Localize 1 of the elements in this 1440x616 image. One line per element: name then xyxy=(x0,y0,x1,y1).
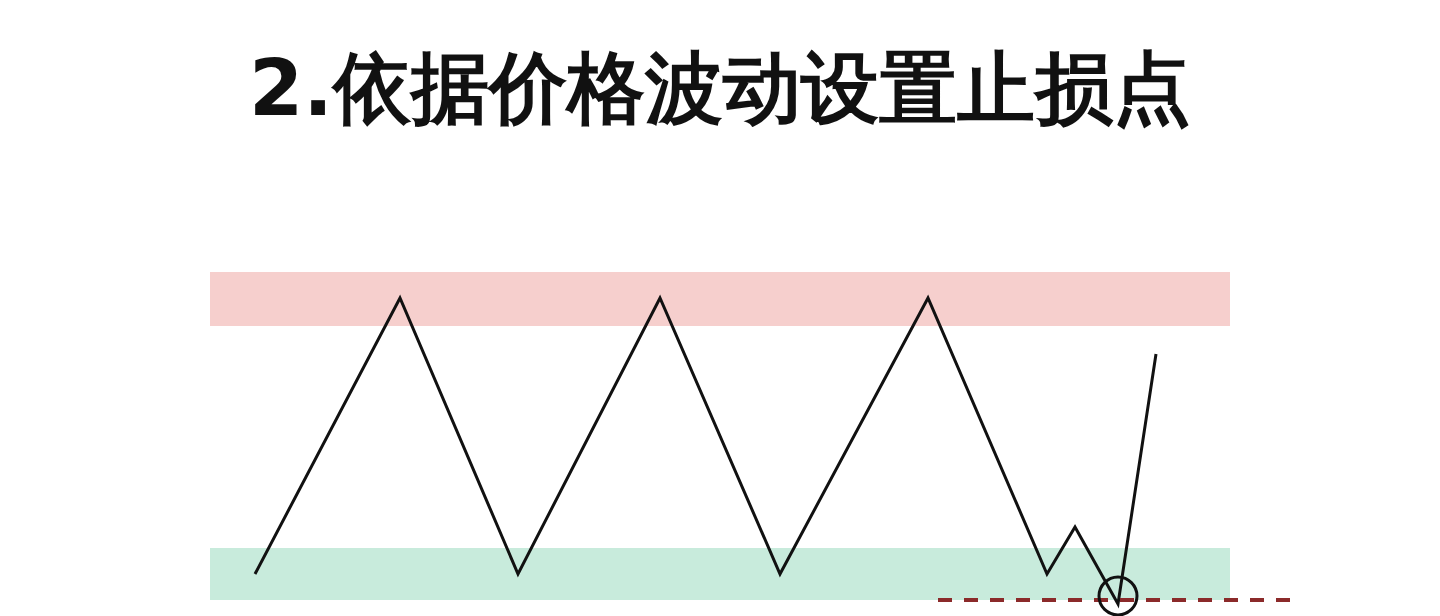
title: 2.依据价格波动设置止损点 xyxy=(248,42,1192,135)
